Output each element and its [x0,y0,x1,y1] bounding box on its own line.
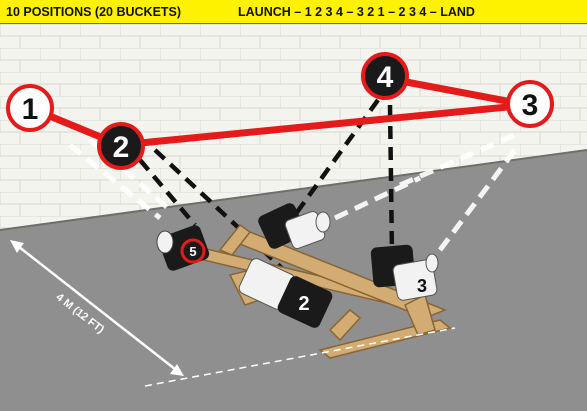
bucket-label-3: 3 [417,276,427,296]
position-marker-4: 4 [363,54,407,98]
launch-label: LAUNCH [238,5,291,19]
positions-title: 10 POSITIONS (20 BUCKETS) [6,5,181,19]
position-marker-1: 1 [8,86,52,130]
header-bar: 10 POSITIONS (20 BUCKETS) LAUNCH – 1 2 3… [0,0,587,24]
svg-text:2: 2 [113,131,130,164]
position-marker-3: 3 [508,82,552,126]
bucket-label-5: 5 [189,244,196,259]
position-marker-2: 2 [99,124,143,168]
svg-text:4: 4 [377,61,394,94]
svg-text:3: 3 [522,89,539,122]
sequence-steps: – 1 2 3 4 – 3 2 1 – 2 3 4 – [294,5,436,19]
land-label: LAND [440,5,475,19]
bucket-label-2: 2 [298,293,309,315]
launch-sequence: LAUNCH – 1 2 3 4 – 3 2 1 – 2 3 4 – LAND [238,5,475,19]
svg-text:1: 1 [22,93,39,126]
